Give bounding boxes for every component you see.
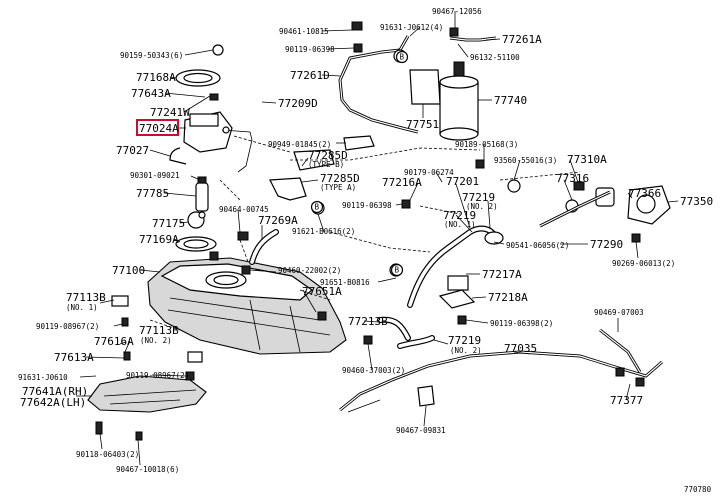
leader-lines [76,11,679,466]
part-label[interactable]: 77169A [139,233,179,246]
part-label[interactable]: 77201 [446,175,479,188]
part-label[interactable]: 77785 [136,187,169,200]
part-label[interactable]: 77100 [112,264,145,277]
part-label[interactable]: (NO. 2) [466,202,498,211]
part-label[interactable]: 90469-07003 [594,308,644,317]
part-label[interactable]: 90119-08967(2) [126,371,189,380]
part-label[interactable]: 77740 [494,94,527,107]
ref-circles [310,50,409,277]
part-label[interactable]: (NO. 2) [450,346,482,355]
part-label[interactable]: 90949-01845(2) [268,140,331,149]
part-label[interactable]: 77217A [482,268,522,281]
ref-circle-letter: B [400,53,405,62]
part-label[interactable]: 90119-06398(2) [490,319,553,328]
part-label[interactable]: 90119-08967(2) [36,322,99,331]
part-label[interactable]: 77350 [680,195,713,208]
part-label[interactable]: 90118-06403(2) [76,450,139,459]
part-label[interactable]: 77641A(RH) [22,385,88,398]
part-label[interactable]: 77209D [278,97,318,110]
part-label[interactable]: 77651A [302,285,342,298]
part-label[interactable]: 77027 [116,144,149,157]
part-label[interactable]: 77269A [258,214,298,227]
fuel-line-drawing [339,190,663,413]
part-label[interactable]: 91631-J0612(4) [380,23,443,32]
part-label[interactable]: 90464-00745 [219,205,269,214]
part-label[interactable]: 77216A [382,176,422,189]
highlight-box [136,119,179,136]
part-label[interactable]: 93560-55016(3) [494,156,557,165]
fill-hoses-drawing [249,229,435,349]
part-label[interactable]: 77751 [406,118,439,131]
charcoal-canister-drawing [409,61,479,141]
part-label[interactable]: 77219 [443,209,476,222]
part-label[interactable]: 77285D [308,149,348,162]
part-label[interactable]: 77285D [320,172,360,185]
part-label[interactable]: 77218A [488,291,528,304]
part-label[interactable]: 77261A [502,33,542,46]
part-label[interactable]: 90467-09831 [396,426,446,435]
part-label[interactable]: 77113B [139,324,179,337]
fuel-tank-drawing [147,257,347,355]
rings-drawing [175,44,224,252]
part-label[interactable]: 90119-06398 [285,45,335,54]
part-label[interactable]: 77377 [610,394,643,407]
part-label[interactable]: 77290 [590,238,623,251]
part-label[interactable]: 77175 [152,217,185,230]
tank-protector-drawing [87,375,207,413]
part-label[interactable]: (NO. 1) [444,220,476,229]
brackets-drawing [111,135,476,407]
part-label[interactable]: 77219 [462,191,495,204]
part-label[interactable]: 90159-50343(6) [120,51,183,60]
ref-circle-letter: B [315,203,320,212]
part-label[interactable]: 90269-06013(2) [612,259,675,268]
part-label[interactable]: (NO. 1) [66,303,98,312]
part-label[interactable]: 90467-12056 [432,7,482,16]
part-label[interactable]: (TYPE A) [320,183,356,192]
part-label[interactable]: 77310A [567,153,607,166]
catalog-code: 770780 [684,485,712,494]
part-label[interactable]: 91631-J0610 [18,373,68,382]
part-label[interactable]: 77261D [290,69,330,82]
part-label[interactable]: 90179-06274 [404,168,454,177]
ref-circle-letter: B [395,266,400,275]
part-label[interactable]: 90541-06056(2) [506,241,569,250]
vent-tube-drawing [338,35,497,134]
assembly-lines [149,135,581,331]
fuel-pump-drawing [195,176,209,219]
part-label[interactable]: 77241W [150,106,190,119]
drawings [76,11,679,466]
part-label[interactable]: (NO. 2) [140,336,172,345]
part-label[interactable]: 77113B [66,291,106,304]
part-label[interactable]: 77316 [556,172,589,185]
part-label[interactable]: 77213B [348,315,388,328]
part-label[interactable]: 90461-10815 [279,27,329,36]
part-label[interactable]: (TYPE B) [308,160,344,169]
part-label[interactable]: 91651-B0816 [320,278,370,287]
filler-pipe-drawing [407,225,504,308]
part-label[interactable]: 90460-37003(2) [342,366,405,375]
pump-assembly-drawing [169,111,253,173]
part-label[interactable]: 90467-10018(6) [116,465,179,474]
part-label[interactable]: 90119-06398 [342,201,392,210]
highlighted-part-label[interactable]: 77024A [139,122,179,135]
part-label[interactable]: 77168A [136,71,176,84]
part-label[interactable]: 91621-B0616(2) [292,227,355,236]
part-label[interactable]: 77642A(LH) [20,396,86,409]
part-label[interactable]: 90460-22002(2) [278,266,341,275]
part-label[interactable]: 77219 [448,334,481,347]
part-label[interactable]: 90301-09021 [130,171,180,180]
part-label[interactable]: 77643A [131,87,171,100]
part-label[interactable]: 90189-05168(3) [455,140,518,149]
part-labels: 90467-12056 90461-10815 91631-J0612(4) 7… [18,7,713,494]
part-label[interactable]: 77613A [54,351,94,364]
part-label[interactable]: 96132-51100 [470,53,520,62]
part-label[interactable]: 77035 [504,342,537,355]
part-label[interactable]: 77616A [94,335,134,348]
part-label[interactable]: 77366 [628,187,661,200]
